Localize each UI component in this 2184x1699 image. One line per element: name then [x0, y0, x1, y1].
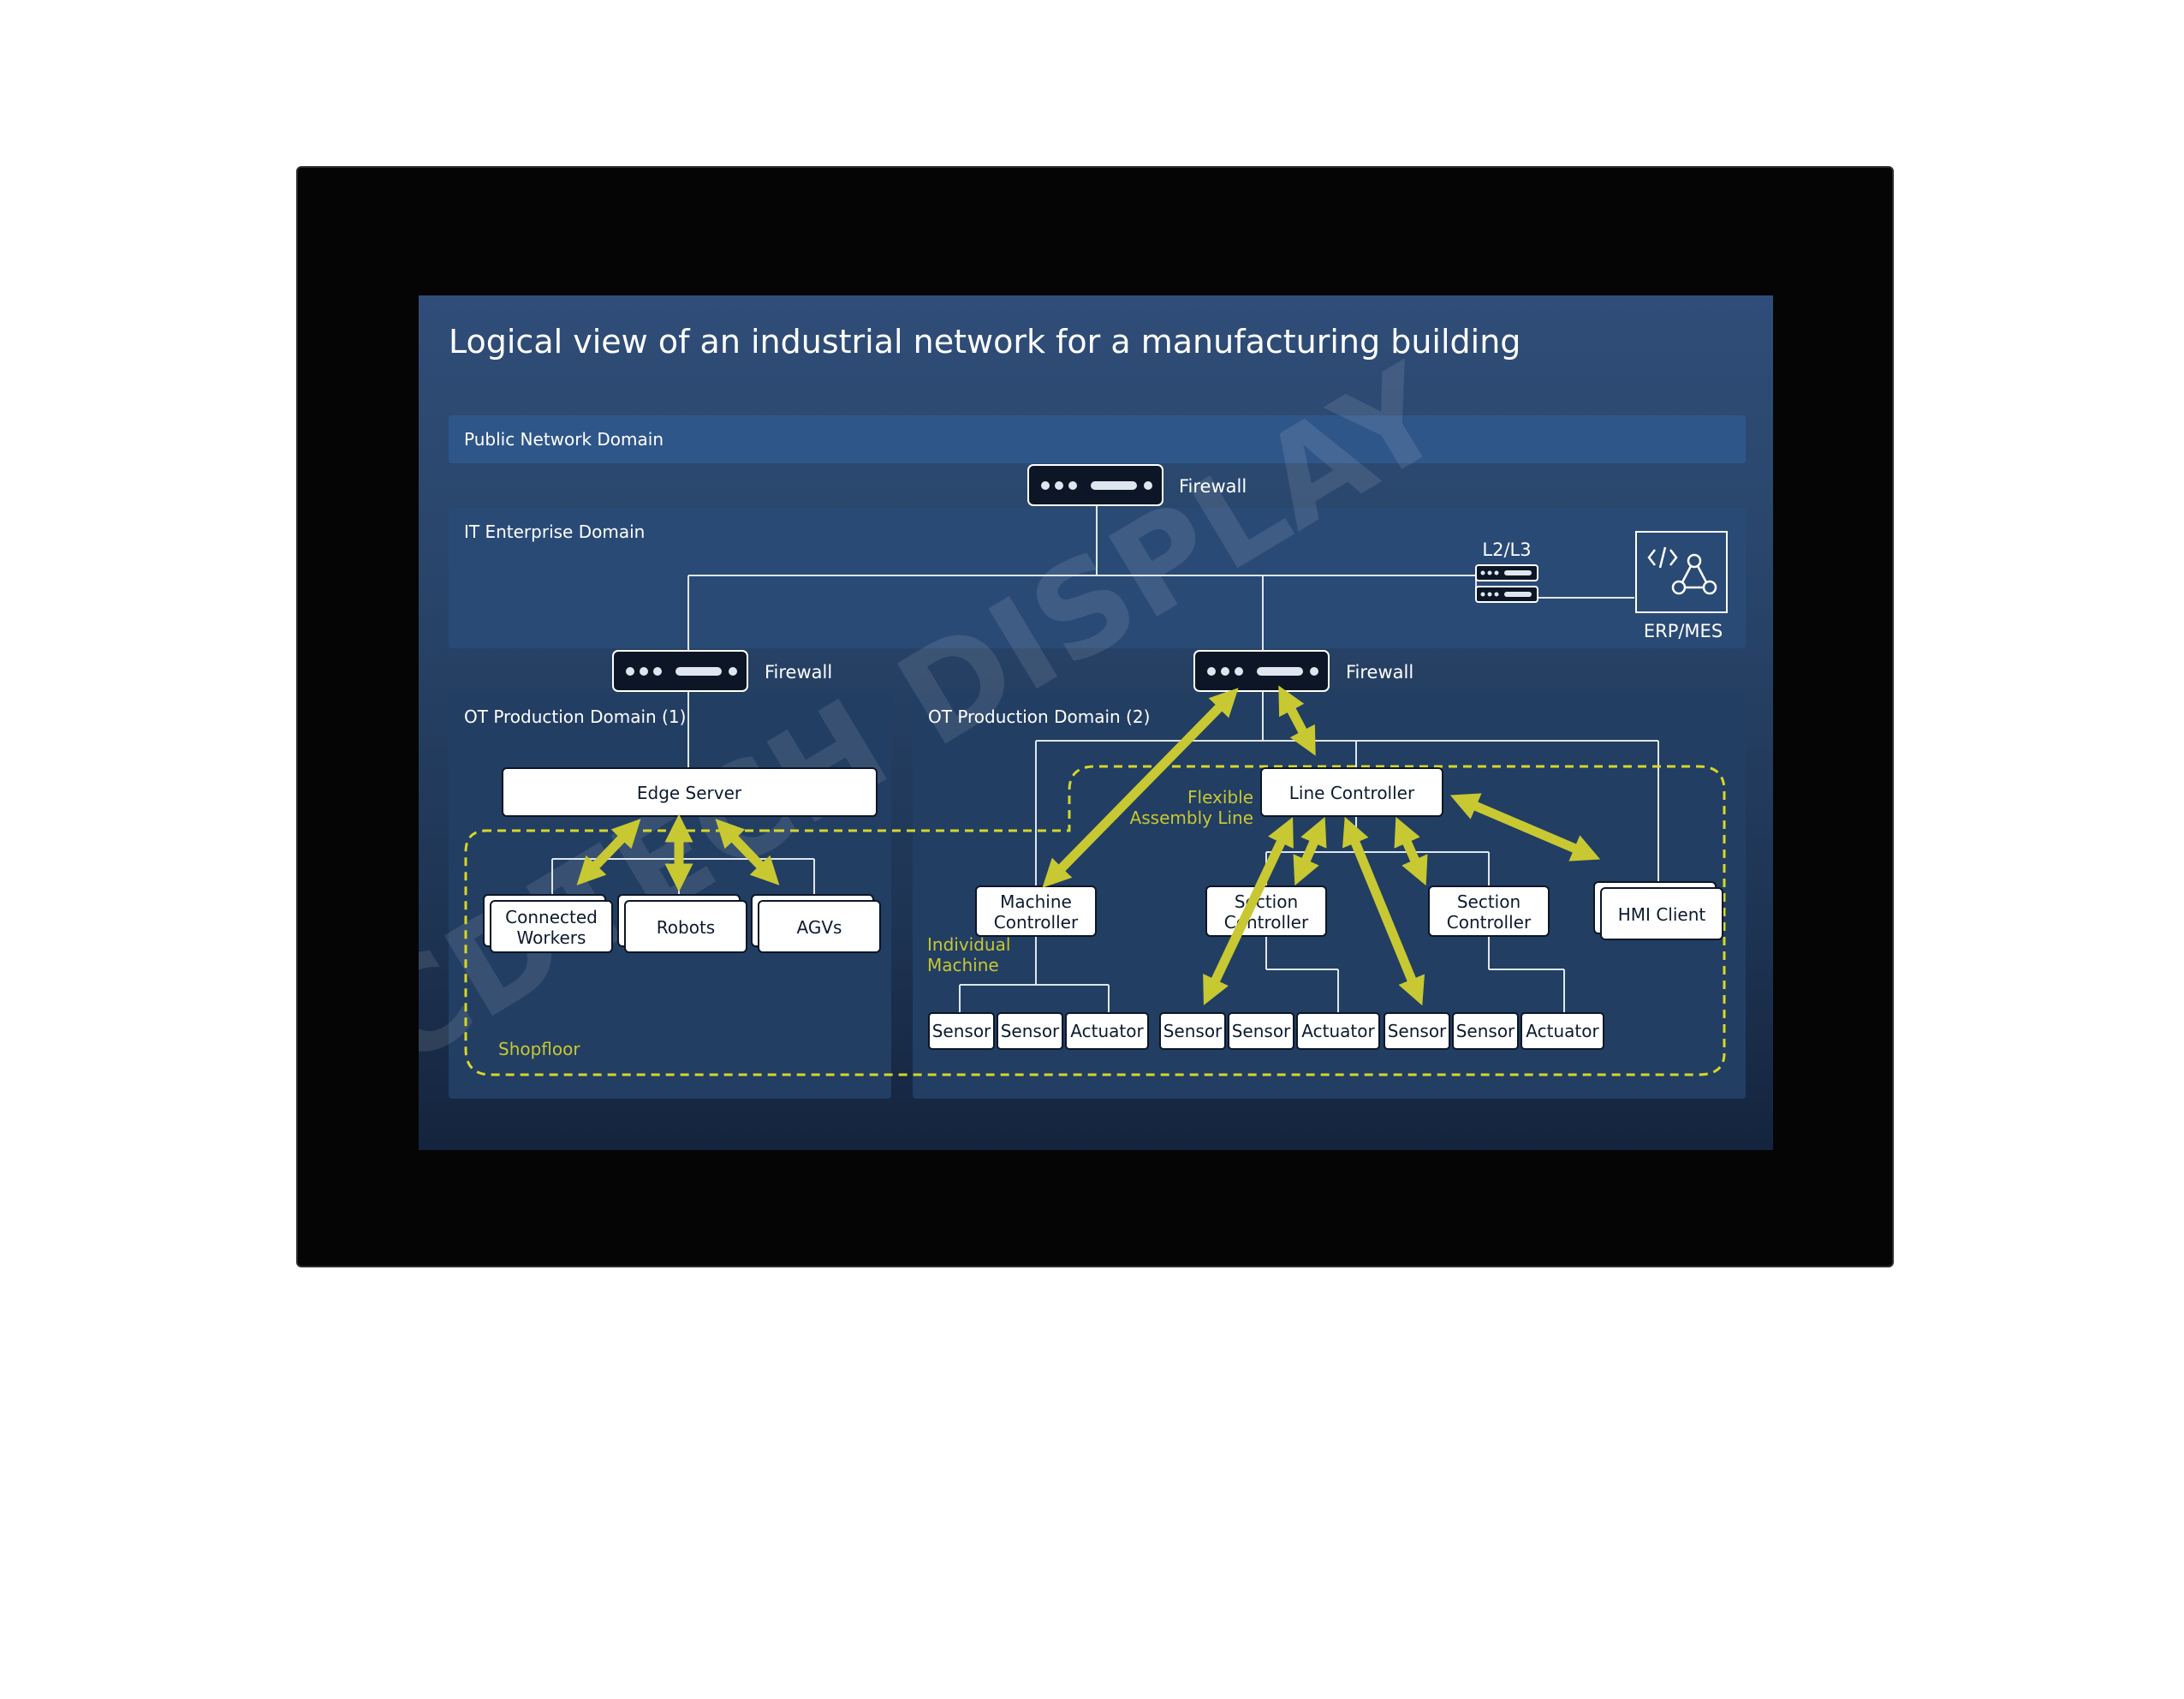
led-icon: [1144, 481, 1152, 490]
section-a-leaf-actuator[interactable]: Actuator: [1296, 1012, 1380, 1050]
l2-l3-switch[interactable]: [1475, 564, 1538, 603]
actuator-label: Actuator: [1070, 1021, 1144, 1041]
arrow-edge-workers: [576, 819, 641, 885]
machine-leaf-sensor-2[interactable]: Sensor: [997, 1012, 1063, 1050]
led-icon: [1055, 481, 1063, 490]
hmi-client[interactable]: HMI Client: [1593, 881, 1723, 940]
machine-controller[interactable]: Machine Controller: [975, 885, 1097, 937]
sensor-label: Sensor: [932, 1021, 991, 1041]
machine-leaf-actuator[interactable]: Actuator: [1065, 1012, 1149, 1050]
section-controller-a-label-1: Section: [1235, 891, 1298, 912]
connected-workers-node[interactable]: Connected Workers: [483, 894, 613, 953]
shopfloor-label: Shopfloor: [498, 1039, 580, 1059]
section-controller-a[interactable]: Section Controller: [1205, 885, 1327, 937]
ot1-domain-label: OT Production Domain (1): [464, 706, 686, 727]
section-a-leaf-sensor-2[interactable]: Sensor: [1228, 1012, 1294, 1050]
arrow-line-section-a: [1293, 816, 1327, 886]
data-flow-arrows: [576, 685, 1601, 1006]
code-icon: [1647, 546, 1678, 569]
connected-workers-label-2: Workers: [517, 927, 586, 948]
agvs-node[interactable]: AGVs: [751, 894, 881, 953]
individual-label-line-1: Individual: [927, 934, 1010, 955]
network-diagram: Logical view of an industrial network fo…: [419, 323, 1746, 1099]
flexible-label-line-1: Flexible: [1187, 787, 1253, 808]
section-controller-b[interactable]: Section Controller: [1428, 885, 1550, 937]
section-a-leaf-sensor-1[interactable]: Sensor: [1159, 1012, 1226, 1050]
edge-server[interactable]: Edge Server: [502, 767, 878, 817]
edge-server-label: Edge Server: [637, 783, 742, 803]
machine-controller-label-2: Controller: [994, 912, 1079, 933]
firewall-right-label: Firewall: [1346, 662, 1413, 683]
flexible-label-line-2: Assembly Line: [1130, 808, 1253, 828]
actuator-label: Actuator: [1301, 1021, 1375, 1041]
connected-workers-label-1: Connected: [505, 907, 598, 927]
arrow-firewall-line: [1278, 685, 1316, 756]
firewall-left[interactable]: [612, 650, 748, 692]
firewall-left-label: Firewall: [765, 662, 832, 683]
arrow-firewall-machine: [1042, 688, 1239, 888]
individual-label-line-2: Machine: [927, 955, 999, 975]
network-nodes-icon: [1671, 553, 1717, 595]
machine-controller-label-1: Machine: [1000, 891, 1072, 912]
section-b-leaf-sensor-1[interactable]: Sensor: [1384, 1012, 1450, 1050]
erp-mes-system[interactable]: [1635, 531, 1728, 613]
arrow-edge-agvs: [715, 819, 780, 885]
arrow-line-sensor: [1203, 817, 1294, 1005]
section-b-leaf-actuator[interactable]: Actuator: [1520, 1012, 1604, 1050]
section-controller-b-label-2: Controller: [1447, 912, 1532, 933]
led-icon: [1068, 481, 1077, 490]
firewall-top[interactable]: [1027, 464, 1163, 506]
line-controller[interactable]: Line Controller: [1260, 767, 1443, 817]
arrow-line-hmi: [1449, 793, 1601, 861]
it-domain-label: IT Enterprise Domain: [464, 522, 645, 542]
public-network-domain: [449, 415, 1746, 463]
sensor-label: Sensor: [1232, 1021, 1291, 1041]
section-b-leaf-sensor-2[interactable]: Sensor: [1452, 1012, 1519, 1050]
agvs-label: AGVs: [797, 917, 842, 938]
sensor-label: Sensor: [1001, 1021, 1060, 1041]
arrow-line-section-b-sensor: [1342, 816, 1425, 1006]
diagram-title: Logical view of an industrial network fo…: [449, 323, 1520, 361]
sensor-label: Sensor: [1163, 1021, 1223, 1041]
led-icon: [1041, 481, 1050, 490]
display-screen: Logical view of an industrial network fo…: [419, 295, 1773, 1150]
actuator-label: Actuator: [1526, 1021, 1599, 1041]
erp-label: ERP/MES: [1644, 621, 1723, 641]
firewall-right[interactable]: [1193, 650, 1330, 692]
section-controller-b-label-1: Section: [1457, 891, 1520, 912]
it-enterprise-domain: [449, 508, 1746, 648]
robots-node[interactable]: Robots: [617, 894, 747, 953]
switch-label: L2/L3: [1482, 540, 1531, 560]
arrow-line-section-b: [1394, 816, 1428, 886]
public-domain-label: Public Network Domain: [464, 429, 664, 450]
sensor-label: Sensor: [1456, 1021, 1515, 1041]
hmi-client-label: HMI Client: [1618, 904, 1706, 925]
sensor-label: Sensor: [1388, 1021, 1447, 1041]
robots-label: Robots: [657, 917, 715, 938]
machine-leaf-sensor-1[interactable]: Sensor: [928, 1012, 995, 1050]
firewall-top-label: Firewall: [1179, 476, 1247, 497]
line-controller-label: Line Controller: [1289, 783, 1415, 803]
drive-slot-icon: [1091, 481, 1137, 490]
